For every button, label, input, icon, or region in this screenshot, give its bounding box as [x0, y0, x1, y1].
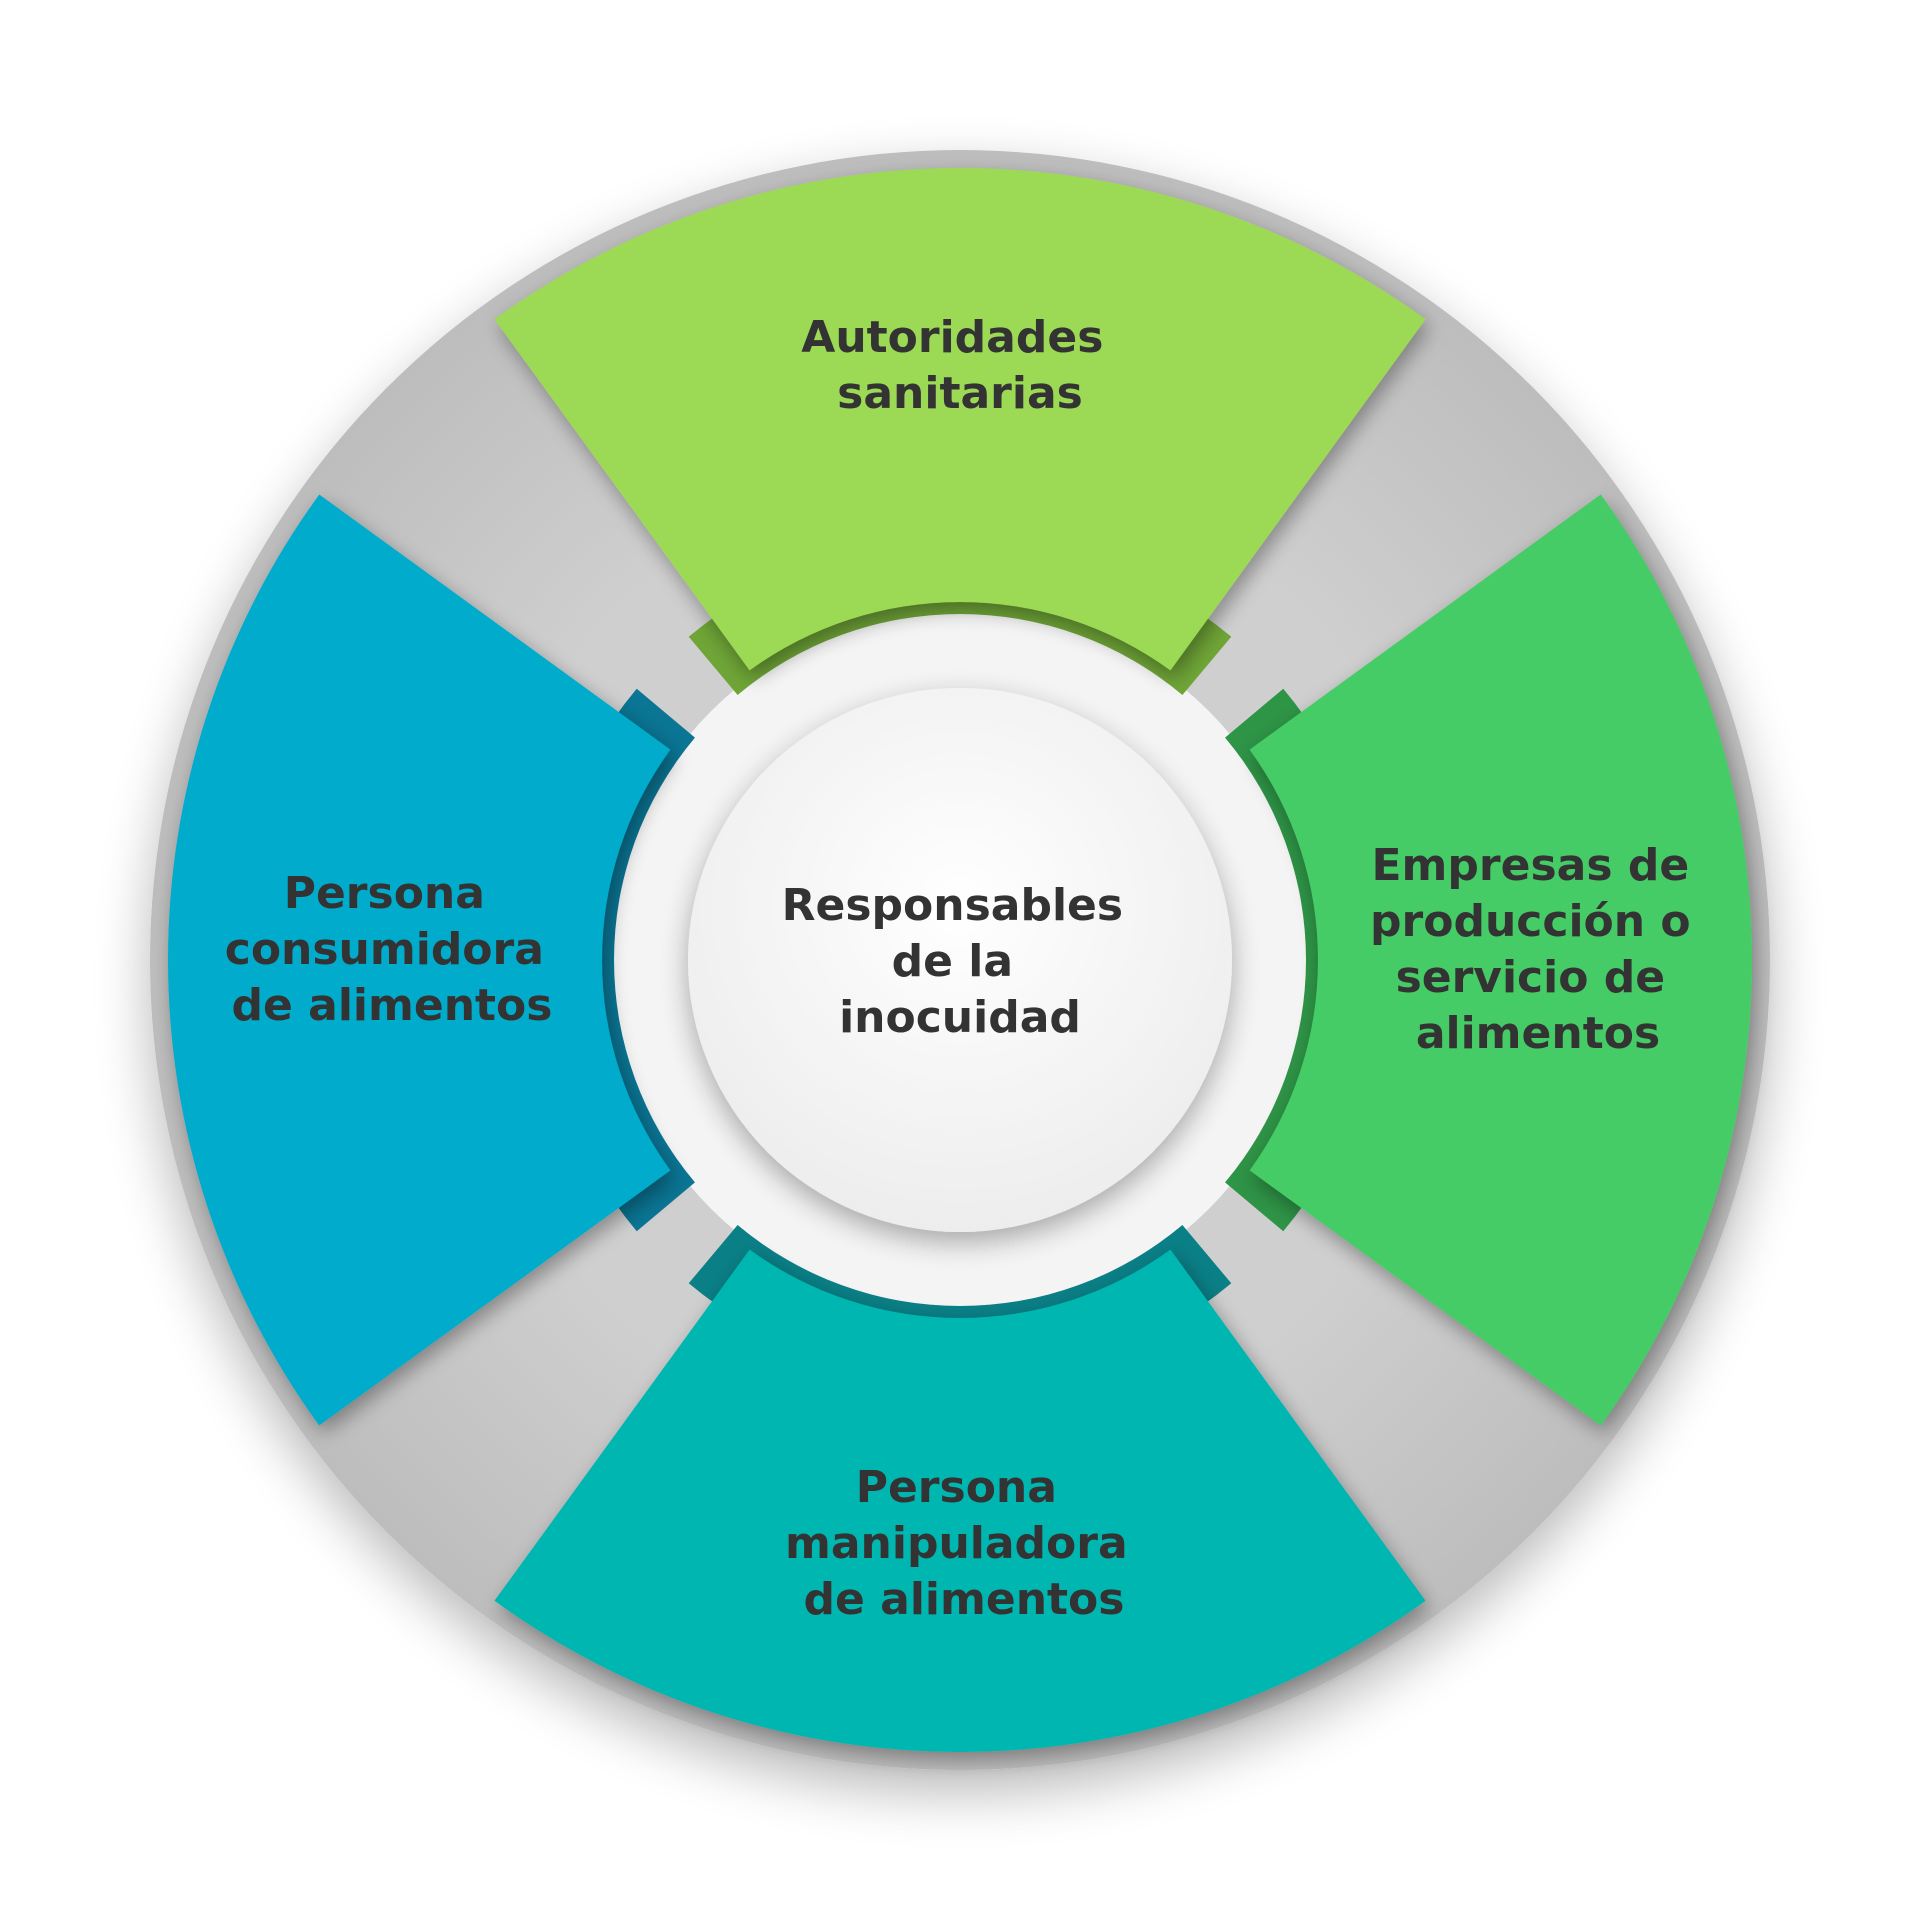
segment-right [1249, 494, 1753, 1426]
segment-bottom [494, 1249, 1426, 1753]
segment-label-left-line-1: Persona [284, 868, 485, 919]
segment-label-bottom-line-2: manipuladora [785, 1518, 1128, 1569]
segment-left [168, 494, 671, 1426]
center-label-line-3: inocuidad [839, 992, 1081, 1043]
segment-label-bottom: Persona manipuladora de alimentos [785, 1462, 1143, 1625]
segment-label-right-line-1: Empresas de [1372, 840, 1690, 891]
segment-label-bottom-line-1: Persona [856, 1462, 1057, 1513]
segment-top [494, 168, 1426, 671]
center-circle [688, 688, 1232, 1232]
center-label-line-1: Responsables [782, 880, 1123, 931]
segment-label-right: Empresas de producción o servicio de ali… [1370, 840, 1706, 1059]
segment-label-top-line-2: sanitarias [837, 368, 1083, 419]
segment-label-bottom-line-3: de alimentos [804, 1574, 1125, 1625]
segment-label-left-line-2: consumidora [225, 924, 544, 975]
segments-group [168, 168, 1753, 1753]
segment-label-right-line-3: servicio de [1396, 952, 1666, 1003]
segment-label-right-line-2: producción o [1370, 896, 1691, 947]
segment-label-top-line-1: Autoridades [801, 312, 1103, 363]
segment-label-right-line-4: alimentos [1416, 1008, 1660, 1059]
segment-label-left-line-3: de alimentos [232, 980, 553, 1031]
segment-label-left: Persona consumidora de alimentos [225, 868, 560, 1031]
center-label: Responsables de la inocuidad [782, 880, 1139, 1043]
center-label-line-2: de la [892, 936, 1013, 987]
segment-label-top: Autoridades sanitarias [801, 312, 1118, 419]
